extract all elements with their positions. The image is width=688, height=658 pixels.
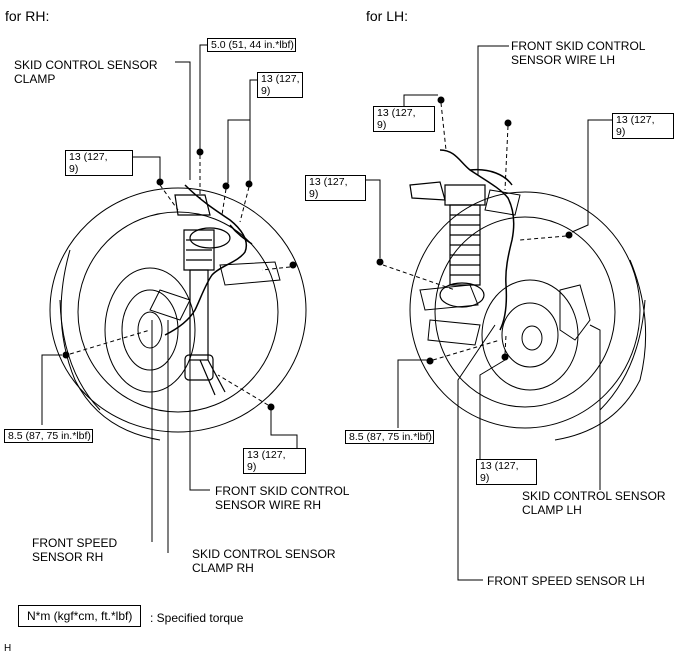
rh-front-speed-sensor-label: FRONT SPEED SENSOR RH bbox=[32, 536, 118, 564]
rh-strut bbox=[174, 194, 231, 396]
rh-header: for RH: bbox=[5, 8, 50, 24]
rh-leader-lines bbox=[69, 155, 291, 406]
rh-control-arm bbox=[149, 261, 281, 321]
lh-torque-13-top-left: 13 (127, 9) bbox=[373, 106, 435, 132]
lh-tire bbox=[409, 191, 647, 441]
lh-callout-lines bbox=[358, 45, 612, 581]
rh-brake-disc bbox=[104, 267, 196, 393]
rh-torque-13-top-right: 13 (127, 9) bbox=[257, 72, 303, 98]
legend-description: : Specified torque bbox=[150, 611, 244, 625]
rh-torque-8-5: 8.5 (87, 75 in.*lbf) bbox=[4, 429, 93, 443]
lh-sensor-wire bbox=[439, 149, 515, 331]
rh-sensor-wire bbox=[164, 184, 253, 336]
rh-torque-13-left: 13 (127, 9) bbox=[65, 150, 133, 176]
rh-skid-control-sensor-clamp-rh-label: SKID CONTROL SENSOR CLAMP RH bbox=[192, 547, 336, 575]
rh-torque-5-0: 5.0 (51, 44 in.*lbf) bbox=[207, 38, 296, 52]
lh-torque-8-5: 8.5 (87, 75 in.*lbf) bbox=[345, 430, 434, 444]
rh-torque-13-bottom: 13 (127, 9) bbox=[243, 448, 306, 474]
lh-strut bbox=[409, 181, 486, 308]
lh-torque-13-top-right: 13 (127, 9) bbox=[612, 113, 674, 139]
lh-leader-lines bbox=[382, 102, 567, 361]
lh-brake-disc bbox=[481, 279, 591, 391]
rh-front-skid-control-sensor-wire-label: FRONT SKID CONTROL SENSOR WIRE RH bbox=[215, 484, 350, 512]
lh-torque-13-bottom: 13 (127, 9) bbox=[476, 459, 537, 485]
lh-control-arm bbox=[419, 189, 521, 346]
lh-bolts bbox=[376, 96, 573, 365]
lh-front-speed-sensor-label: FRONT SPEED SENSOR LH bbox=[487, 574, 645, 588]
rh-tire bbox=[49, 187, 307, 441]
lh-front-skid-control-sensor-wire-label: FRONT SKID CONTROL SENSOR WIRE LH bbox=[511, 39, 646, 67]
lh-header: for LH: bbox=[366, 8, 409, 24]
illustration-code: H bbox=[4, 643, 12, 654]
lh-torque-13-left: 13 (127, 9) bbox=[305, 175, 366, 201]
rh-skid-control-sensor-clamp-label: SKID CONTROL SENSOR CLAMP bbox=[14, 58, 158, 86]
legend-torque-units: N*m (kgf*cm, ft.*lbf) bbox=[18, 605, 142, 627]
rh-callout-lines bbox=[41, 44, 298, 553]
lh-skid-control-sensor-clamp-label: SKID CONTROL SENSOR CLAMP LH bbox=[522, 489, 666, 517]
